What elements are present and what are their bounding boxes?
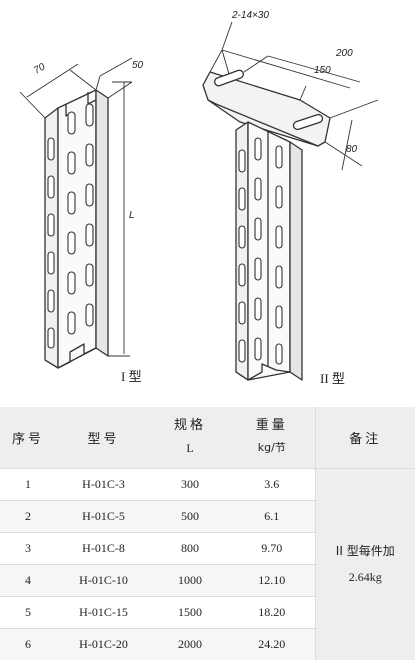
cell-model: H-01C-5 xyxy=(56,500,151,533)
cell-spec: 500 xyxy=(151,500,229,533)
dim-holes: 2-14×30 xyxy=(231,10,269,21)
cell-no: 3 xyxy=(0,532,56,565)
header-spec-line2: L xyxy=(186,441,194,456)
cell-model: H-01C-10 xyxy=(56,564,151,597)
cell-no: 5 xyxy=(0,596,56,629)
table-row: 3 H-01C-8 800 9.70 xyxy=(0,532,415,565)
type2-label: II 型 xyxy=(320,371,345,386)
cell-model: H-01C-20 xyxy=(56,628,151,660)
cell-weight: 6.1 xyxy=(229,500,315,533)
cell-weight: 3.6 xyxy=(229,468,315,501)
header-spec-line1: 规格 xyxy=(173,418,206,434)
header-index: 序号 xyxy=(0,407,56,469)
cell-weight: 12.10 xyxy=(229,564,315,597)
header-weight: 重量 kg/节 xyxy=(229,407,315,469)
cell-no: 1 xyxy=(0,468,56,501)
table-row: 6 H-01C-20 2000 24.20 xyxy=(0,628,415,660)
note-line1: II 型每件加 xyxy=(335,544,395,558)
cell-no: 4 xyxy=(0,564,56,597)
cell-weight: 18.20 xyxy=(229,596,315,629)
product-drawing: 70 50 L 2-14×30 200 150 80 I 型 II 型 xyxy=(19,10,379,386)
dim-50: 50 xyxy=(132,60,144,71)
table-header-row: 序号 型号 规格 L 重量 kg/节 备注 xyxy=(0,407,415,469)
table-row: 2 H-01C-5 500 6.1 xyxy=(0,500,415,533)
spec-table: 序号 型号 规格 L 重量 kg/节 备注 1 H-01C-3 300 3.6 … xyxy=(0,407,415,660)
header-model: 型号 xyxy=(56,407,151,469)
dim-150: 150 xyxy=(314,65,331,76)
cell-no: 6 xyxy=(0,628,56,660)
cell-spec: 2000 xyxy=(151,628,229,660)
type2-dimensions xyxy=(209,21,379,171)
type1-label: I 型 xyxy=(121,369,142,384)
cell-weight: 9.70 xyxy=(229,532,315,565)
cell-model: H-01C-15 xyxy=(56,596,151,629)
cell-spec: 300 xyxy=(151,468,229,501)
cell-no: 2 xyxy=(0,500,56,533)
cell-note: II 型每件加 2.64kg xyxy=(314,468,415,660)
column-diagram: 70 50 L 2-14×30 200 150 80 xyxy=(19,10,379,381)
dim-200: 200 xyxy=(335,48,353,59)
header-spec: 规格 L xyxy=(151,407,229,469)
type1-column xyxy=(44,89,109,369)
type1-dimensions xyxy=(19,57,133,357)
table-row: 5 H-01C-15 1500 18.20 xyxy=(0,596,415,629)
cell-spec: 1000 xyxy=(151,564,229,597)
cell-model: H-01C-3 xyxy=(56,468,151,501)
type2-column xyxy=(202,69,331,381)
dim-70: 70 xyxy=(32,61,48,76)
cell-spec: 800 xyxy=(151,532,229,565)
header-weight-line1: 重量 xyxy=(255,418,288,434)
header-weight-line2: kg/节 xyxy=(257,441,286,455)
cell-model: H-01C-8 xyxy=(56,532,151,565)
header-note: 备注 xyxy=(314,407,415,469)
cell-weight: 24.20 xyxy=(229,628,315,660)
table-row: 4 H-01C-10 1000 12.10 xyxy=(0,564,415,597)
dim-80: 80 xyxy=(346,144,358,155)
table-row: 1 H-01C-3 300 3.6 II 型每件加 2.64kg xyxy=(0,468,415,660)
cell-spec: 1500 xyxy=(151,596,229,629)
note-line2: 2.64kg xyxy=(348,570,382,584)
dim-l: L xyxy=(129,210,135,221)
